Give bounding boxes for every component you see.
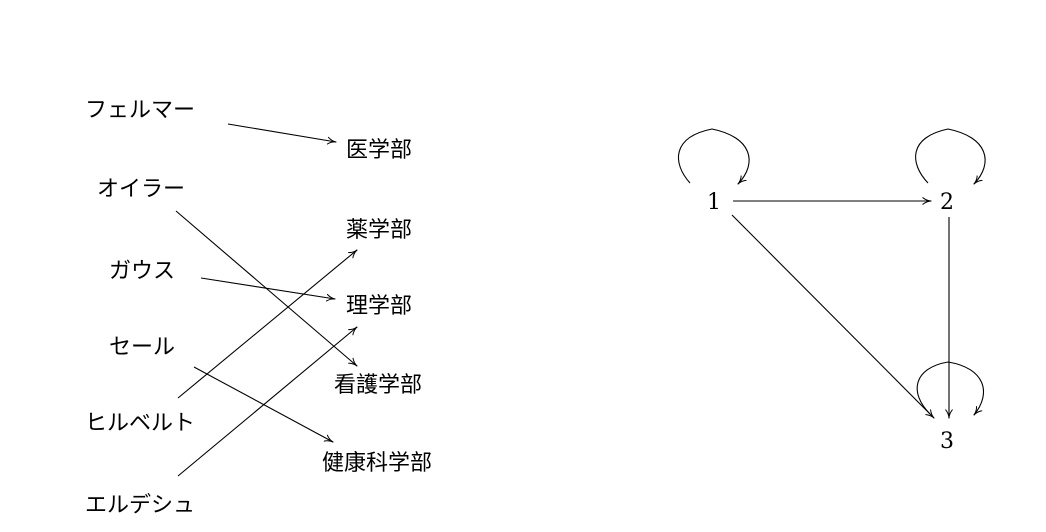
- codomain-label-pharmacy: 薬学部: [346, 218, 412, 243]
- relation-graph: 1 2 3: [677, 128, 986, 454]
- codomain-label-science: 理学部: [346, 294, 412, 319]
- node-3: 3: [940, 429, 954, 454]
- codomain-label-health-science: 健康科学部: [322, 451, 432, 476]
- codomain-label-nursing: 看護学部: [334, 373, 422, 398]
- arrow-hilbert-to-pharmacy: [177, 250, 357, 399]
- arrow-gauss-to-science: [200, 277, 335, 299]
- arrow-fermat-to-medicine: [227, 123, 336, 142]
- domain-label-serre: セール: [109, 335, 175, 360]
- loop-node-3: [916, 361, 984, 415]
- domain-label-gauss: ガウス: [109, 259, 175, 284]
- node-1: 1: [707, 190, 721, 215]
- domain-label-hilbert: ヒルベルト: [85, 411, 195, 436]
- loop-node-2: [915, 128, 986, 184]
- node-2: 2: [940, 190, 954, 215]
- loop-node-1: [677, 128, 750, 184]
- arrow-erdos-to-science: [177, 327, 357, 477]
- domain-label-euler: オイラー: [97, 177, 185, 202]
- domain-label-fermat: フェルマー: [85, 98, 195, 123]
- domain-label-erdos: エルデシュ: [85, 493, 195, 518]
- edge-1-to-3: [731, 214, 934, 418]
- codomain-label-medicine: 医学部: [346, 138, 412, 163]
- mapping-diagram: フェルマー オイラー ガウス セール ヒルベルト エルデシュ 医学部 薬学部 理…: [85, 98, 432, 518]
